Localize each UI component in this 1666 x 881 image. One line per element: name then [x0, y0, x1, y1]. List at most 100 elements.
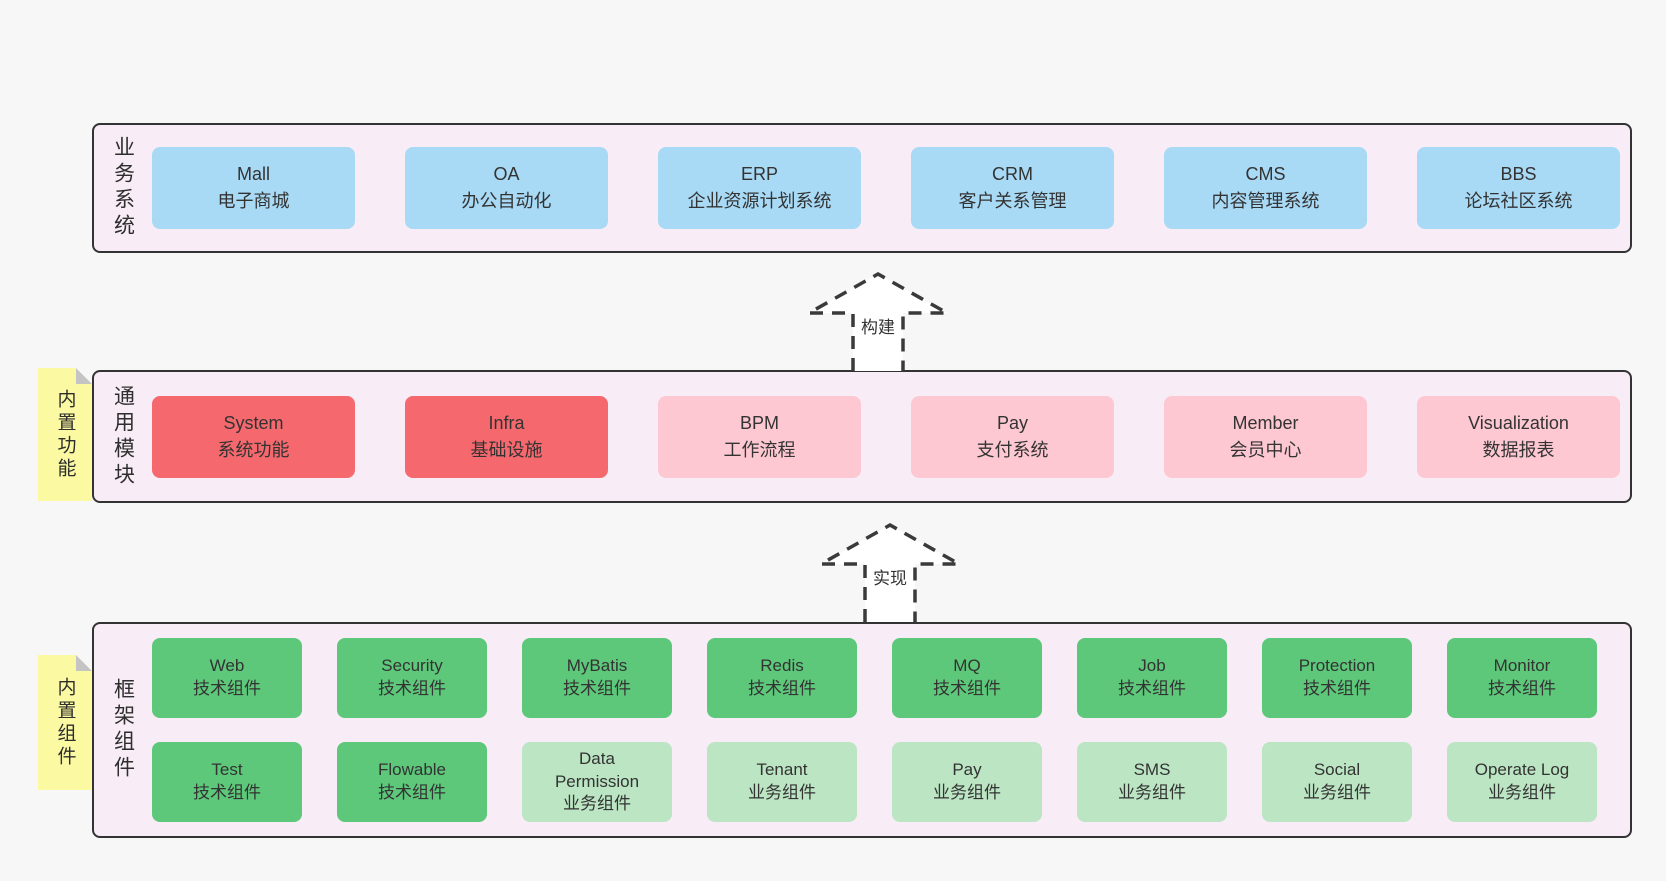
implement-arrow: 实现	[815, 522, 965, 622]
module-description: 技术组件	[378, 783, 446, 802]
box-cms: CMS 内容管理系统	[1164, 147, 1367, 229]
module-name: OA	[493, 164, 520, 184]
module-name: System	[223, 412, 284, 433]
box-bbs: BBS 论坛社区系统	[1417, 147, 1620, 229]
module-row: Mall 电子商城 OA 办公自动化 ERP 企业资源计划系统 CRM 客户关系管理 CMS 内容…	[152, 147, 1630, 229]
module-description: 技术组件	[563, 679, 631, 698]
module-description: 技术组件	[1488, 679, 1556, 698]
box-crm: CRM 客户关系管理	[911, 147, 1114, 229]
box-pay: Pay 业务组件	[892, 742, 1042, 822]
module-name: Protection	[1298, 656, 1376, 676]
box-web: Web 技术组件	[152, 638, 302, 718]
module-name: Security	[381, 656, 443, 676]
box-flowable: Flowable 技术组件	[337, 742, 487, 822]
module-description: 支付系统	[976, 439, 1049, 460]
module-description: 企业资源计划系统	[687, 191, 832, 211]
build-arrow: 构建	[803, 271, 953, 371]
module-description: 业务组件	[1118, 783, 1186, 802]
module-name: Member	[1232, 412, 1299, 433]
box-tenant: Tenant 业务组件	[707, 742, 857, 822]
module-name: Infra	[488, 412, 525, 433]
box-system: System 系统功能	[152, 395, 355, 478]
module-description: 内容管理系统	[1211, 191, 1320, 211]
box-visualization: Visualization 数据报表	[1417, 395, 1620, 478]
arrow-label: 构建	[861, 318, 895, 337]
module-description: 基础设施	[470, 439, 543, 460]
module-name: BBS	[1500, 164, 1537, 184]
module-name: Visualization	[1468, 412, 1569, 433]
sticky-note-built-in-features: 内置功能	[38, 368, 92, 501]
layer-title: 业务系统	[94, 136, 152, 240]
module-description: 业务组件	[563, 794, 631, 814]
box-operate-log: Operate Log 业务组件	[1447, 742, 1597, 822]
module-description: 系统功能	[217, 439, 290, 460]
sticky-note-label: 内置组件	[54, 676, 76, 769]
module-name: Tenant	[756, 760, 808, 780]
box-mq: MQ 技术组件	[892, 638, 1042, 718]
module-description: 技术组件	[193, 679, 261, 698]
arrow-label: 实现	[873, 569, 907, 588]
layer-title: 通用模块	[94, 385, 152, 489]
module-name: Test	[211, 760, 243, 780]
sticky-note-built-in-components: 内置组件	[38, 655, 92, 790]
layer-business-systems: 业务系统 Mall 电子商城 OA 办公自动化 ERP 企业资源计划系统 CRM 客户关系管理…	[92, 123, 1632, 253]
layer-title: 框架组件	[94, 678, 152, 782]
module-row-group: Mall 电子商城 OA 办公自动化 ERP 企业资源计划系统 CRM 客户关系管理 CMS 内容…	[152, 147, 1630, 229]
module-name: Data Permission	[554, 748, 640, 791]
box-test: Test 技术组件	[152, 742, 302, 822]
module-name: MQ	[953, 656, 981, 676]
sticky-note-label: 内置功能	[54, 388, 76, 481]
module-name: CMS	[1245, 164, 1286, 184]
module-description: 数据报表	[1482, 439, 1555, 460]
module-name: BPM	[739, 412, 779, 433]
box-infra: Infra 基础设施	[405, 395, 608, 478]
box-security: Security 技术组件	[337, 638, 487, 718]
module-name: MyBatis	[566, 656, 628, 676]
up-block-arrow-icon	[815, 522, 965, 622]
box-social: Social 业务组件	[1262, 742, 1412, 822]
module-description: 办公自动化	[461, 191, 552, 211]
layer-title-text: 框架组件	[111, 678, 135, 782]
up-block-arrow-icon	[803, 271, 953, 371]
module-name: Social	[1313, 760, 1361, 780]
module-name: Job	[1138, 656, 1166, 676]
module-name: Pay	[996, 412, 1029, 433]
module-name: Operate Log	[1474, 760, 1570, 780]
layer-framework-components: 框架组件 Web 技术组件 Security 技术组件 MyBatis 技术组件 Redis…	[92, 622, 1632, 838]
module-description: 技术组件	[193, 783, 261, 802]
module-description: 业务组件	[933, 783, 1001, 802]
module-description: 技术组件	[378, 679, 446, 698]
module-name: Pay	[952, 760, 982, 780]
module-description: 业务组件	[1303, 783, 1371, 802]
module-description: 电子商城	[217, 191, 290, 211]
module-description: 技术组件	[933, 679, 1001, 698]
module-name: CRM	[992, 164, 1033, 184]
module-description: 业务组件	[748, 783, 816, 802]
module-description: 论坛社区系统	[1464, 191, 1573, 211]
box-mybatis: MyBatis 技术组件	[522, 638, 672, 718]
module-name: Flowable	[377, 760, 447, 780]
module-description: 业务组件	[1488, 783, 1556, 802]
layer-title-text: 通用模块	[111, 384, 135, 489]
box-erp: ERP 企业资源计划系统	[658, 147, 861, 229]
folded-corner	[76, 368, 92, 384]
module-name: ERP	[740, 164, 778, 184]
module-description: 客户关系管理	[958, 191, 1067, 211]
module-name: Mall	[236, 164, 270, 184]
folded-corner	[76, 655, 92, 671]
module-name: Web	[209, 656, 245, 676]
box-oa: OA 办公自动化	[405, 147, 608, 229]
